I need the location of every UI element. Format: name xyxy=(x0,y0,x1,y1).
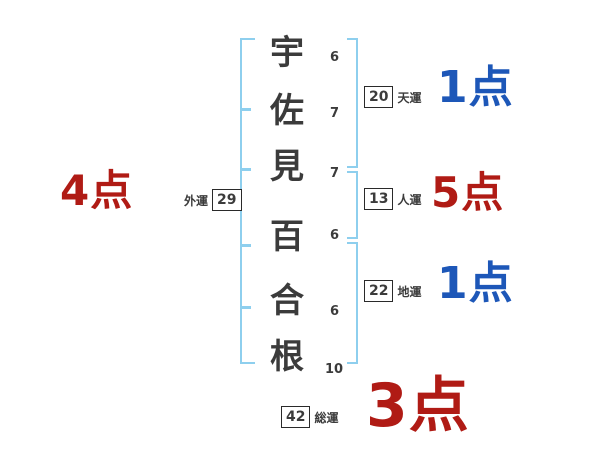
outer-luck-score: 4点 xyxy=(60,166,134,215)
outer-bracket-tick-3 xyxy=(242,244,251,247)
earth-luck-name: 地運 xyxy=(397,284,422,299)
stroke-count-5: 6 xyxy=(330,304,340,319)
name-char-1: 宇 xyxy=(270,33,304,73)
heaven-luck-score: 1点 xyxy=(437,62,514,113)
name-char-4: 百 xyxy=(270,217,304,257)
earth-luck-bracket xyxy=(347,242,358,364)
total-luck-label: 42 総運 xyxy=(281,406,339,428)
outer-bracket-tick-1 xyxy=(242,108,251,111)
earth-luck-value-box: 22 xyxy=(364,280,394,302)
total-luck-score: 3点 xyxy=(366,371,470,441)
person-luck-value-box: 13 xyxy=(364,188,394,210)
name-char-3: 見 xyxy=(270,147,304,187)
name-char-2: 佐 xyxy=(270,91,304,131)
stroke-count-1: 6 xyxy=(330,50,340,65)
outer-luck-value-box: 29 xyxy=(212,189,242,211)
heaven-luck-value-box: 20 xyxy=(364,86,394,108)
heaven-luck-label: 20 天運 xyxy=(364,86,422,108)
total-luck-name: 総運 xyxy=(314,410,339,425)
name-char-6: 根 xyxy=(270,337,304,377)
heaven-luck-name: 天運 xyxy=(397,90,422,105)
total-luck-value-box: 42 xyxy=(281,406,311,428)
earth-luck-score: 1点 xyxy=(437,258,514,309)
stroke-count-6: 10 xyxy=(325,362,344,377)
name-char-5: 合 xyxy=(270,281,304,321)
person-luck-name: 人運 xyxy=(397,192,422,207)
person-luck-score: 5点 xyxy=(431,168,505,217)
outer-bracket-tick-4 xyxy=(242,306,251,309)
person-luck-label: 13 人運 xyxy=(364,188,422,210)
stroke-count-4: 6 xyxy=(330,228,340,243)
stroke-count-3: 7 xyxy=(330,166,340,181)
person-luck-bracket xyxy=(347,171,358,239)
stroke-count-2: 7 xyxy=(330,106,340,121)
outer-luck-name: 外運 xyxy=(184,193,209,208)
earth-luck-label: 22 地運 xyxy=(364,280,422,302)
heaven-luck-bracket xyxy=(347,38,358,168)
outer-luck-label: 外運 29 xyxy=(184,189,242,211)
outer-bracket-tick-2 xyxy=(242,168,251,171)
outer-luck-bracket xyxy=(240,38,255,364)
